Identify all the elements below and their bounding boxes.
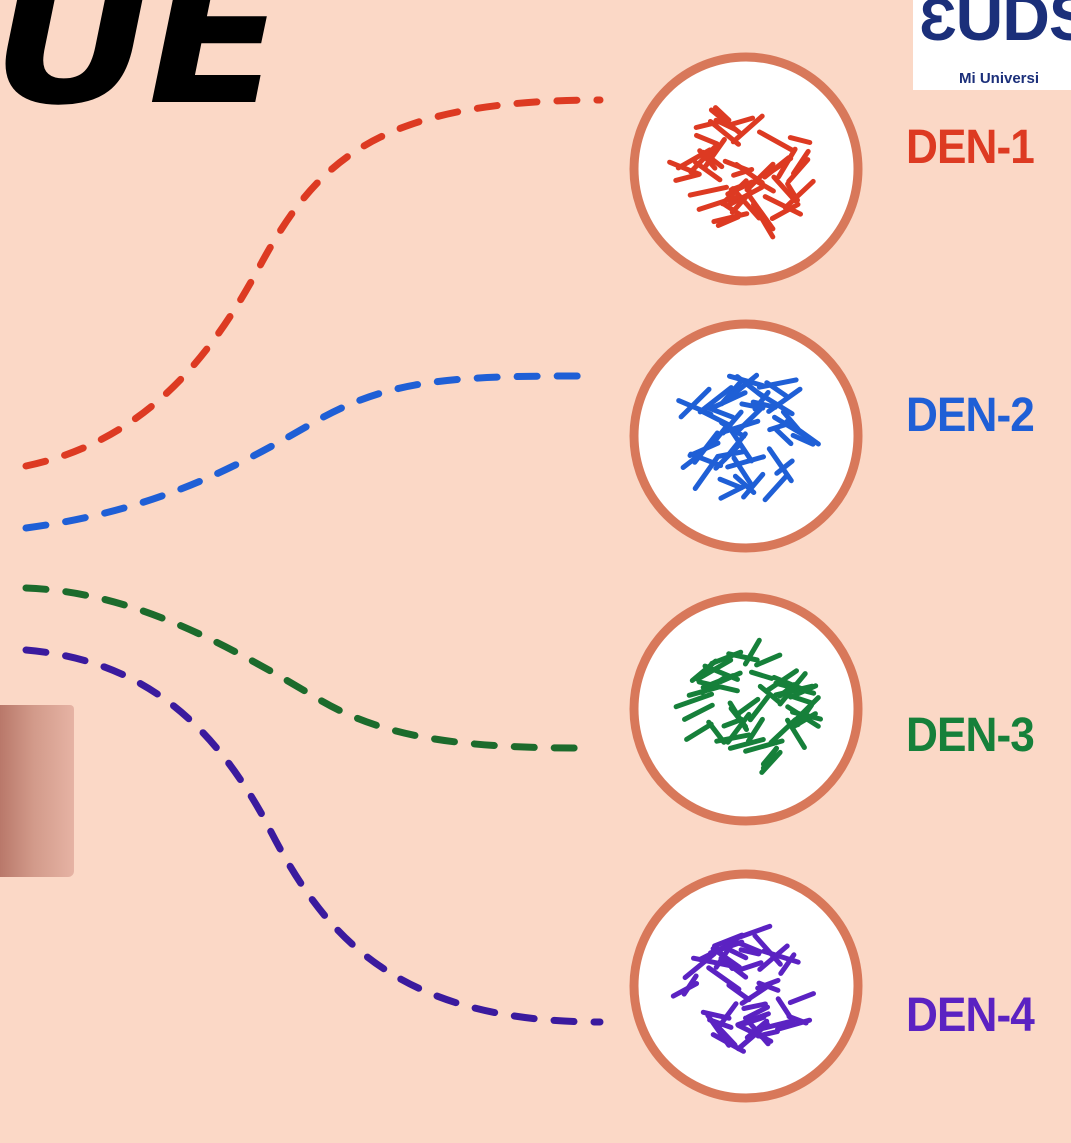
virus-circle [629, 869, 863, 1103]
logo-mark-text: UDS [955, 0, 1071, 54]
logo-mark: ƐUDS [919, 0, 1071, 50]
connector-line-2 [22, 372, 584, 532]
university-logo: ƐUDS Mi Universi [913, 0, 1071, 90]
serotype-label-2: DEN-2 [906, 389, 1035, 442]
hand-image [0, 705, 74, 877]
logo-swirl-icon: Ɛ [919, 0, 957, 53]
connector-line-3 [22, 584, 584, 752]
virus-particle-icon [667, 105, 816, 240]
connector-line-1 [22, 96, 604, 470]
virus-node-4 [629, 869, 863, 1103]
serotype-label-3: DEN-3 [906, 709, 1035, 762]
page-title: UE [0, 0, 284, 147]
virus-node-3 [629, 592, 863, 826]
virus-particle-icon [676, 372, 821, 503]
virus-node-2 [629, 319, 863, 553]
virus-particle-icon [673, 637, 823, 775]
logo-subtitle: Mi Universi [959, 70, 1040, 87]
connector-line-4 [22, 646, 604, 1026]
virus-particle-icon [670, 923, 816, 1054]
serotype-label-4: DEN-4 [906, 989, 1035, 1042]
serotype-label-1: DEN-1 [906, 121, 1035, 174]
virus-node-1 [629, 52, 863, 286]
